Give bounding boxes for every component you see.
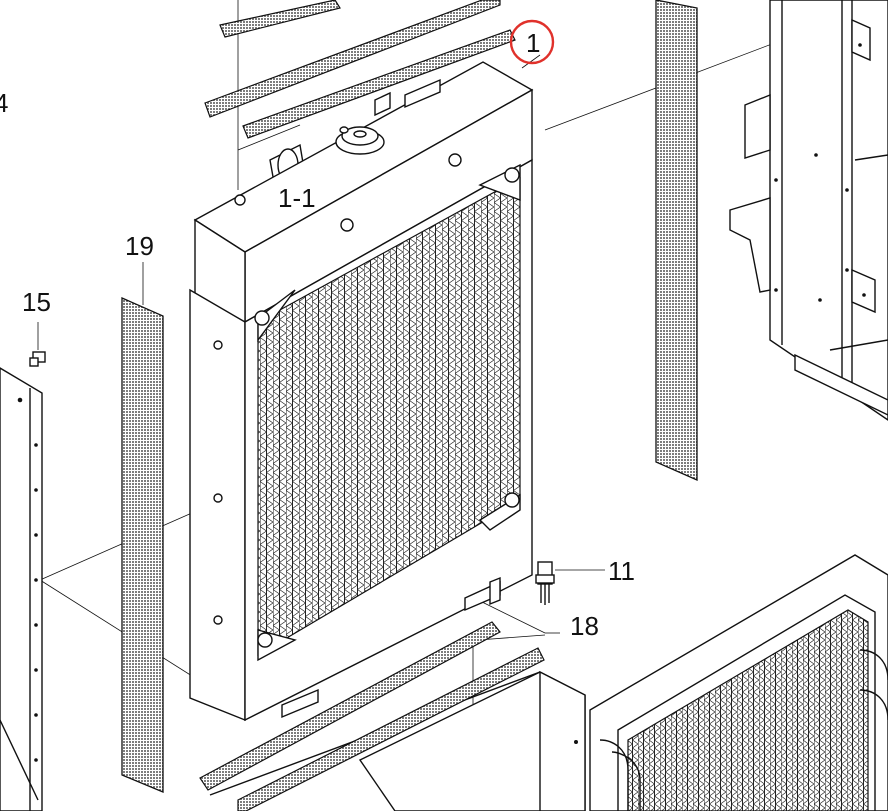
callout-labels: 1 1-1 4 11 15 18 19 bbox=[0, 28, 635, 641]
left-bracket-plate bbox=[0, 367, 43, 811]
bolt-11 bbox=[535, 561, 555, 605]
fitting-15 bbox=[29, 351, 46, 367]
label-part-1: 1 bbox=[526, 28, 540, 58]
label-part-18: 18 bbox=[570, 611, 599, 641]
label-part-11: 11 bbox=[608, 556, 635, 586]
radiator-assembly bbox=[189, 61, 534, 722]
right-seal-strip bbox=[655, 0, 698, 481]
seal-strip-19 bbox=[121, 297, 164, 793]
label-part-15: 15 bbox=[22, 287, 51, 317]
top-seal-strips bbox=[204, 0, 516, 139]
bottom-seal-strips bbox=[199, 621, 545, 811]
label-part-19: 19 bbox=[125, 231, 154, 261]
lower-bracket bbox=[209, 670, 586, 811]
label-part-1-1: 1-1 bbox=[278, 183, 316, 213]
right-shroud-frame bbox=[729, 0, 888, 421]
oil-cooler-partial bbox=[589, 554, 888, 811]
highlight-circle bbox=[509, 19, 555, 65]
radiator-cap bbox=[335, 126, 385, 155]
label-part-4-partial: 4 bbox=[0, 88, 8, 118]
